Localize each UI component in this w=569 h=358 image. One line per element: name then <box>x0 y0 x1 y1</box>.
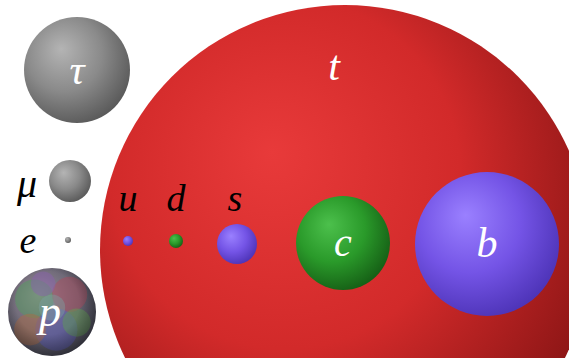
particle-symbol: b <box>477 222 498 264</box>
up-quark: u <box>123 236 133 246</box>
particle-disc <box>415 172 559 316</box>
particle-circle <box>217 224 257 264</box>
tau-particle: τ <box>24 17 130 123</box>
bottom-quark: b <box>415 172 559 316</box>
particle-circle <box>123 236 133 246</box>
charm-quark: c <box>296 196 390 290</box>
particle-circle <box>65 237 71 243</box>
particle-disc <box>65 237 71 243</box>
particle-symbol: p <box>39 290 61 334</box>
particle-disc <box>123 236 133 246</box>
particle-circle <box>49 160 91 202</box>
proton-shade <box>8 268 96 356</box>
strange-quark: s <box>217 224 257 264</box>
particle-symbol: t <box>328 45 340 87</box>
particle-symbol: e <box>20 221 37 259</box>
particle-symbol: u <box>119 179 138 217</box>
electron-particle: e <box>65 237 71 243</box>
particle-symbol: s <box>228 179 243 217</box>
proton-particle: p <box>8 268 96 356</box>
particle-disc <box>24 17 130 123</box>
particle-symbol: d <box>167 179 186 217</box>
particle-disc <box>169 234 183 248</box>
particle-symbol: μ <box>17 164 37 204</box>
particle-disc <box>296 196 390 290</box>
top-quark: tudscb <box>100 5 569 358</box>
particle-disc <box>49 160 91 202</box>
particle-disc <box>8 268 96 356</box>
muon-particle: μ <box>49 160 91 202</box>
particle-disc <box>217 224 257 264</box>
particle-disc <box>100 5 569 358</box>
particle-symbol: τ <box>69 49 84 91</box>
down-quark: d <box>169 234 183 248</box>
particle-circle <box>169 234 183 248</box>
particle-symbol: c <box>334 223 352 263</box>
